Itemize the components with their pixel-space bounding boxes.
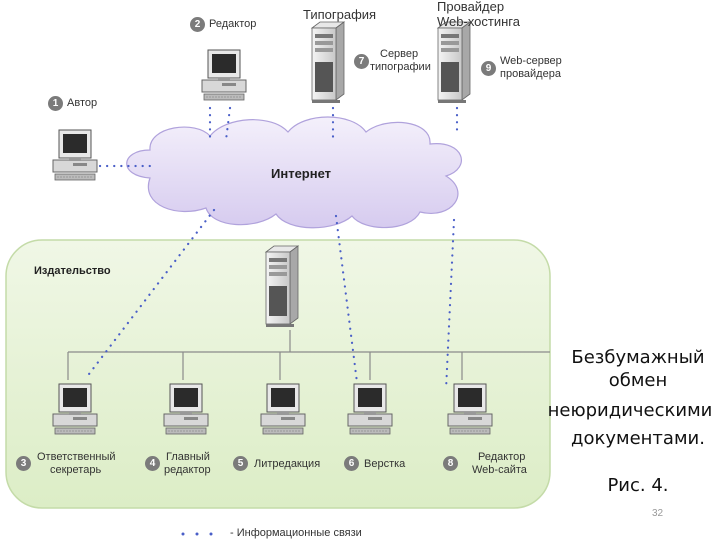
publisher-area xyxy=(5,239,551,509)
lit-edit-number-badge: 5 xyxy=(233,456,248,471)
chief-editor-label-line2: редактор xyxy=(164,464,211,476)
caption-line2: обмен xyxy=(608,370,668,391)
resp-secretary-number-badge: 3 xyxy=(16,456,31,471)
layout-computer-icon xyxy=(347,383,393,435)
provider-title-line2: Web-хостинга xyxy=(437,14,520,29)
web-server-label-line1: Web-сервер xyxy=(500,55,562,67)
web-editor-number-badge: 8 xyxy=(443,456,458,471)
resp-secretary-label-line1: Ответственный xyxy=(37,451,116,463)
network-bus xyxy=(67,330,550,380)
caption-line1: Безбумажный xyxy=(571,347,705,368)
chief-editor-label-line1: Главный xyxy=(166,451,210,463)
web-editor-label-line1: Редактор xyxy=(478,451,526,463)
editor-number-badge: 2 xyxy=(190,17,205,32)
author-number-badge: 1 xyxy=(48,96,63,111)
layout-number-badge: 6 xyxy=(344,456,359,471)
resp-secretary-computer-icon xyxy=(52,383,98,435)
print-server-number-badge: 7 xyxy=(354,54,369,69)
caption-line4: документами. xyxy=(571,428,705,449)
internet-cloud xyxy=(126,116,462,229)
chief-editor-number-badge: 4 xyxy=(145,456,160,471)
publisher-label: Издательство xyxy=(34,265,111,277)
page-number: 32 xyxy=(652,508,664,519)
publisher-server-icon xyxy=(265,245,299,328)
web-editor-label-line2: Web-сайта xyxy=(472,464,527,476)
print-house-title: Типография xyxy=(303,7,377,22)
legend-dots-icon xyxy=(181,532,213,536)
print-server-label-line2: типографии xyxy=(370,61,431,73)
author-computer-icon xyxy=(52,129,98,181)
chief-editor-computer-icon xyxy=(163,383,209,435)
print-server-icon xyxy=(311,21,345,104)
editor-computer-icon xyxy=(201,49,247,101)
figure-label: Рис. 4. xyxy=(607,475,669,496)
resp-secretary-label-line2: секретарь xyxy=(50,464,102,476)
caption-line3: неюридическими xyxy=(547,400,713,421)
editor-label: Редактор xyxy=(209,18,257,30)
author-label: Автор xyxy=(67,97,98,109)
lit-edit-label: Литредакция xyxy=(254,458,321,470)
web-server-label-line2: провайдера xyxy=(500,68,561,80)
web-editor-computer-icon xyxy=(447,383,493,435)
web-server-icon xyxy=(437,21,471,104)
internet-label: Интернет xyxy=(271,166,332,181)
layout-label: Верстка xyxy=(364,458,406,470)
legend-label: - Информационные связи xyxy=(230,527,362,539)
information-links xyxy=(84,106,459,408)
lit-edit-computer-icon xyxy=(260,383,306,435)
web-server-number-badge: 9 xyxy=(481,61,496,76)
print-server-label-line1: Сервер xyxy=(380,48,419,60)
provider-title-line1: Провайдер xyxy=(437,0,505,14)
